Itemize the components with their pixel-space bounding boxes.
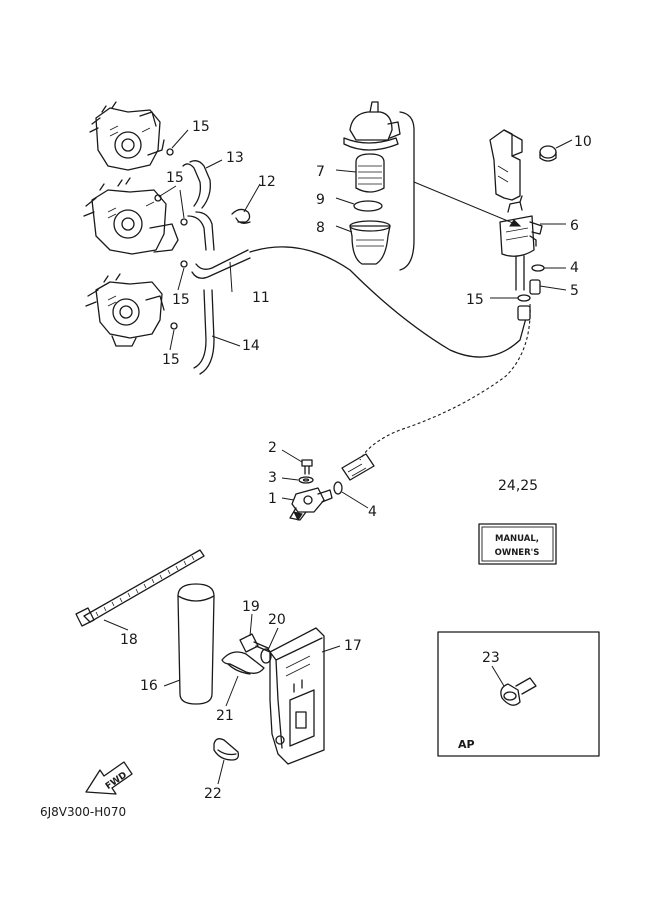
callout-15: 15 — [192, 119, 210, 135]
carburetor-middle — [83, 177, 179, 255]
clamp-15-filter — [517, 294, 531, 302]
callout-22: 22 — [204, 786, 222, 802]
group-brace — [399, 111, 415, 271]
washer-20 — [260, 648, 272, 664]
callout-9: 9 — [316, 192, 325, 208]
bolt-19 — [239, 633, 271, 653]
callout-4: 4 — [570, 260, 579, 276]
hose-end-filter — [517, 305, 531, 321]
filter-bracket — [489, 129, 523, 201]
owners-manual — [478, 523, 557, 565]
callout-7: 7 — [316, 164, 325, 180]
cable-tie-18 — [75, 549, 205, 627]
diagram-code: 6J8V300-H070 — [40, 805, 126, 819]
callout-5: 5 — [570, 283, 579, 299]
callout-11: 11 — [252, 290, 270, 306]
fuel-strainer-7 — [355, 153, 385, 193]
hose-13 — [182, 160, 211, 209]
callout-20: 20 — [268, 612, 286, 628]
hose-joint — [341, 453, 375, 481]
fuel-filter-6 — [499, 195, 543, 291]
hose-upper-connector — [187, 211, 215, 251]
callout-6: 6 — [570, 218, 579, 234]
hose-11 — [191, 249, 251, 279]
callout-15: 15 — [466, 292, 484, 308]
clamp-4-lower — [333, 481, 343, 495]
o-ring-9 — [353, 200, 383, 212]
inset-label: AP — [458, 738, 475, 751]
callout-13: 13 — [226, 150, 244, 166]
fuel-pump-cap — [343, 101, 401, 151]
callout-3: 3 — [268, 470, 277, 486]
callout-1: 1 — [268, 491, 277, 507]
clip-21 — [221, 651, 265, 675]
fitting-23 — [500, 677, 537, 706]
clamp-4-upper — [531, 264, 545, 272]
callout-8: 8 — [316, 220, 325, 236]
joint-5 — [529, 279, 541, 295]
valve-1 — [289, 487, 333, 521]
fwd-arrow-icon — [85, 761, 133, 795]
fuel-cup-8 — [349, 220, 391, 265]
leader-lines — [103, 129, 573, 785]
hose-14 — [193, 289, 215, 375]
callout-4: 4 — [368, 504, 377, 520]
callout-17: 17 — [344, 638, 362, 654]
callout-15: 15 — [166, 170, 184, 186]
clip-22 — [213, 738, 240, 761]
long-fuel-hose — [249, 246, 527, 358]
callout-2: 2 — [268, 440, 277, 456]
screw-2 — [301, 459, 313, 475]
callout-18: 18 — [120, 632, 138, 648]
carburetor-bottom — [85, 273, 165, 347]
callout-21: 21 — [216, 708, 234, 724]
callout-16: 16 — [140, 678, 158, 694]
manual-label-line1: MANUAL, — [495, 534, 539, 544]
carburetor-top — [89, 101, 165, 171]
callout-12: 12 — [258, 174, 276, 190]
sleeve-16 — [177, 583, 215, 705]
bracket-17 — [269, 627, 325, 765]
callout-14: 14 — [242, 338, 260, 354]
washer-3 — [298, 476, 314, 484]
callout-24-25: 24,25 — [498, 478, 538, 494]
callout-15: 15 — [172, 292, 190, 308]
callout-19: 19 — [242, 599, 260, 615]
callout-23: 23 — [482, 650, 500, 666]
clamp-15-set — [154, 148, 188, 330]
callout-15: 15 — [162, 352, 180, 368]
clip-12 — [231, 208, 251, 224]
nut-10 — [539, 145, 557, 162]
fuel-hose-lower — [359, 303, 531, 461]
inset-ap — [437, 631, 600, 757]
callout-10: 10 — [574, 134, 592, 150]
manual-label-line2: OWNER'S — [495, 548, 540, 558]
